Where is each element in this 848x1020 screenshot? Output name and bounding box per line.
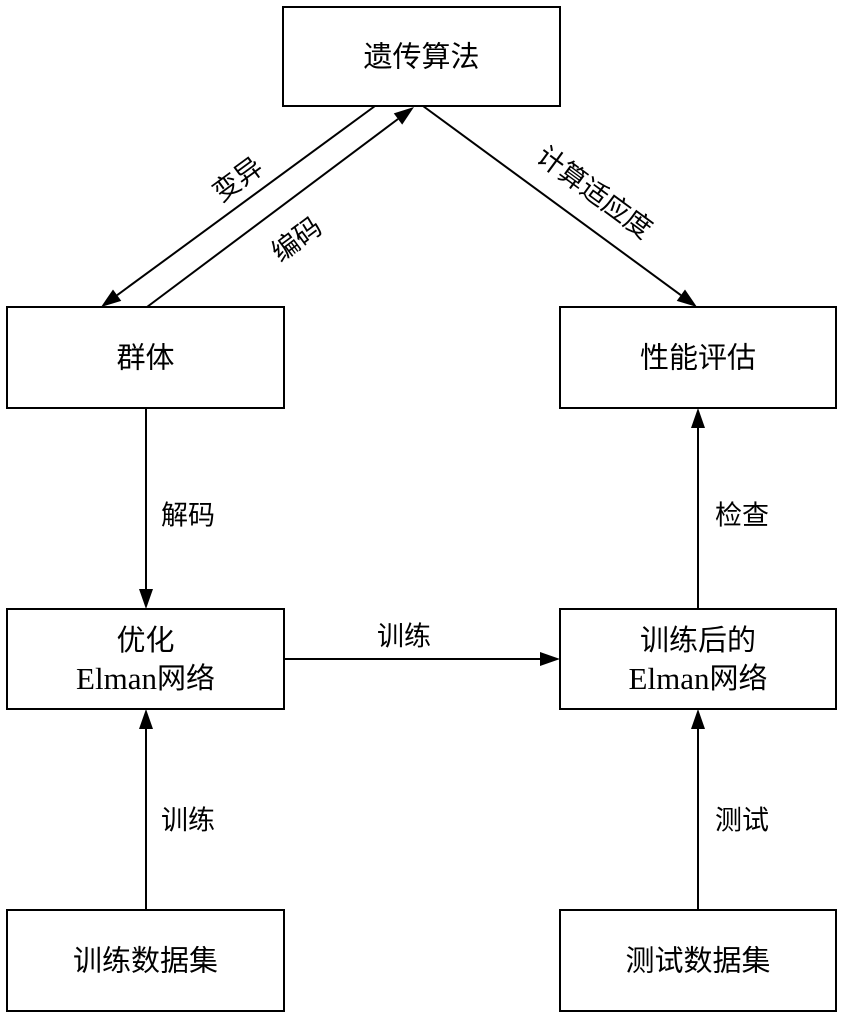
- node-box: [559, 909, 837, 1012]
- edge-mutation: [101, 105, 376, 307]
- node-label: 遗传算法: [363, 40, 479, 74]
- nodes-layer: 遗传算法群体性能评估优化Elman网络训练后的Elman网络训练数据集测试数据集: [6, 6, 837, 1012]
- edge-label-mutation: 变异: [207, 152, 269, 209]
- arrowhead-icon: [691, 408, 705, 428]
- edge-test-data: [691, 709, 705, 910]
- arrowhead-icon: [139, 589, 153, 609]
- node-label: 优化: [116, 623, 174, 657]
- edge-label-test-data: 测试: [715, 806, 769, 837]
- edge-line: [146, 118, 399, 308]
- arrowhead-icon: [101, 289, 122, 307]
- node-label: Elman网络: [629, 661, 768, 696]
- node-optimize: 优化 Elman网络: [6, 608, 285, 710]
- edges-layer: [101, 105, 705, 910]
- edge-label-fitness: 计算适应度: [530, 141, 657, 246]
- node-box: [6, 608, 285, 710]
- node-label: 测试数据集: [625, 944, 770, 978]
- node-box: [559, 306, 837, 409]
- edge-train-mid: [284, 652, 560, 666]
- edge-check: [691, 408, 705, 609]
- node-box: [282, 6, 561, 107]
- node-box: [6, 306, 285, 409]
- edge-label-train-data: 训练: [161, 806, 215, 837]
- edge-line: [422, 105, 682, 296]
- arrowhead-icon: [139, 709, 153, 729]
- edge-line: [116, 105, 376, 296]
- edge-label-train-mid: 训练: [377, 622, 431, 653]
- edge-label-decoding: 解码: [161, 501, 215, 532]
- edge-label-encoding: 编码: [266, 211, 328, 268]
- edge-label-check: 检查: [715, 501, 769, 532]
- node-label: 训练后的: [640, 623, 756, 657]
- arrowhead-icon: [393, 107, 414, 125]
- node-label: Elman网络: [76, 661, 215, 696]
- node-evaluation: 性能评估: [559, 306, 837, 409]
- node-test-set: 测试数据集: [559, 909, 837, 1012]
- node-label: 训练数据集: [73, 944, 218, 978]
- node-population: 群体: [6, 306, 285, 409]
- node-ga: 遗传算法: [282, 6, 561, 107]
- edge-decoding: [139, 408, 153, 609]
- node-trained: 训练后的 Elman网络: [559, 608, 837, 710]
- node-box: [559, 608, 837, 710]
- node-train-set: 训练数据集: [6, 909, 285, 1012]
- edge-labels-layer: 变异编码计算适应度解码训练检查训练测试: [161, 141, 769, 837]
- arrowhead-icon: [691, 709, 705, 729]
- edge-train-data: [139, 709, 153, 910]
- arrowhead-icon: [676, 289, 697, 307]
- node-label: 群体: [116, 341, 174, 375]
- node-box: [6, 909, 285, 1012]
- arrowhead-icon: [540, 652, 560, 666]
- edge-encoding: [146, 107, 414, 308]
- node-label: 性能评估: [640, 341, 756, 375]
- edge-fitness: [422, 105, 697, 307]
